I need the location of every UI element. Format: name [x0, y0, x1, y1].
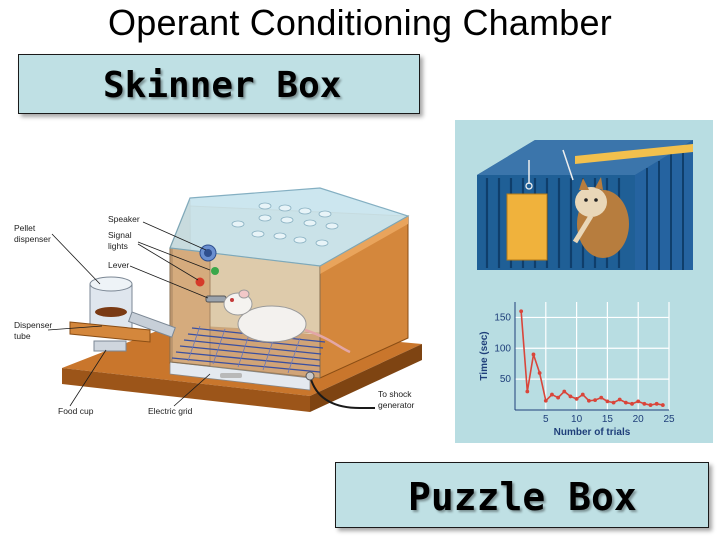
- lever: [205, 295, 227, 303]
- label-dispenser-tube-1: Dispenser: [14, 320, 52, 330]
- x-tick-label: 20: [633, 414, 645, 425]
- cat-figure: [572, 177, 629, 258]
- data-point: [636, 399, 641, 404]
- skinner-box-diagram: Pellet dispenser Speaker Signal lights L…: [14, 187, 422, 416]
- data-point: [537, 371, 542, 375]
- data-point: [531, 352, 536, 357]
- data-point: [648, 403, 653, 407]
- signal-light-green: [211, 267, 219, 275]
- pellet-dispenser: [89, 276, 176, 338]
- x-tick-label: 5: [543, 414, 549, 425]
- data-point: [543, 398, 548, 403]
- shock-wire: [309, 375, 375, 409]
- label-shock-2: generator: [378, 400, 415, 410]
- label-speaker: Speaker: [108, 214, 140, 224]
- label-pellet-dispenser-2: dispenser: [14, 234, 51, 244]
- data-point: [660, 403, 665, 407]
- data-point: [562, 389, 567, 394]
- food-cup: [93, 340, 127, 352]
- data-point: [654, 401, 659, 406]
- y-tick-label: 150: [494, 312, 511, 323]
- data-point: [519, 309, 524, 314]
- skinner-box-label: Skinner Box: [18, 54, 420, 114]
- y-tick-label: 100: [494, 343, 511, 354]
- data-point: [630, 401, 634, 406]
- x-tick-label: 15: [602, 414, 614, 425]
- glass-top: [169, 187, 410, 267]
- data-point: [593, 398, 597, 403]
- data-point: [568, 394, 573, 399]
- y-axis-title: Time (sec): [479, 331, 490, 380]
- puzzle-box-label-text: Puzzle Box: [408, 475, 637, 519]
- data-point: [556, 395, 561, 400]
- data-point: [574, 396, 579, 401]
- label-signal-lights-2: lights: [108, 241, 128, 251]
- data-point: [617, 397, 622, 402]
- data-point: [550, 392, 554, 397]
- data-point: [611, 400, 616, 405]
- data-point: [642, 401, 647, 406]
- latch-string: [528, 149, 574, 184]
- data-point: [587, 398, 591, 403]
- label-lever: Lever: [108, 260, 129, 270]
- label-signal-lights-1: Signal: [108, 230, 132, 240]
- rat-figure: [223, 289, 351, 354]
- label-electric-grid: Electric grid: [148, 406, 193, 416]
- puzzle-box-label: Puzzle Box: [335, 462, 709, 528]
- x-tick-label: 10: [571, 414, 583, 425]
- label-food-cup: Food cup: [58, 406, 94, 416]
- data-point: [623, 400, 628, 405]
- skinner-box-label-text: Skinner Box: [103, 65, 342, 106]
- label-pellet-dispenser-1: Pellet: [14, 223, 36, 233]
- data-point: [605, 399, 610, 404]
- data-point: [525, 389, 530, 394]
- label-dispenser-tube-2: tube: [14, 331, 31, 341]
- air-holes: [231, 202, 339, 247]
- y-tick-label: 50: [500, 374, 512, 385]
- data-point: [580, 392, 585, 397]
- label-shock-1: To shock: [378, 389, 412, 399]
- x-axis-title: Number of trials: [554, 427, 631, 438]
- slide-title: Operant Conditioning Chamber: [108, 2, 612, 43]
- data-point: [599, 395, 604, 400]
- puzzle-door: [506, 193, 548, 261]
- x-tick-label: 25: [663, 414, 675, 425]
